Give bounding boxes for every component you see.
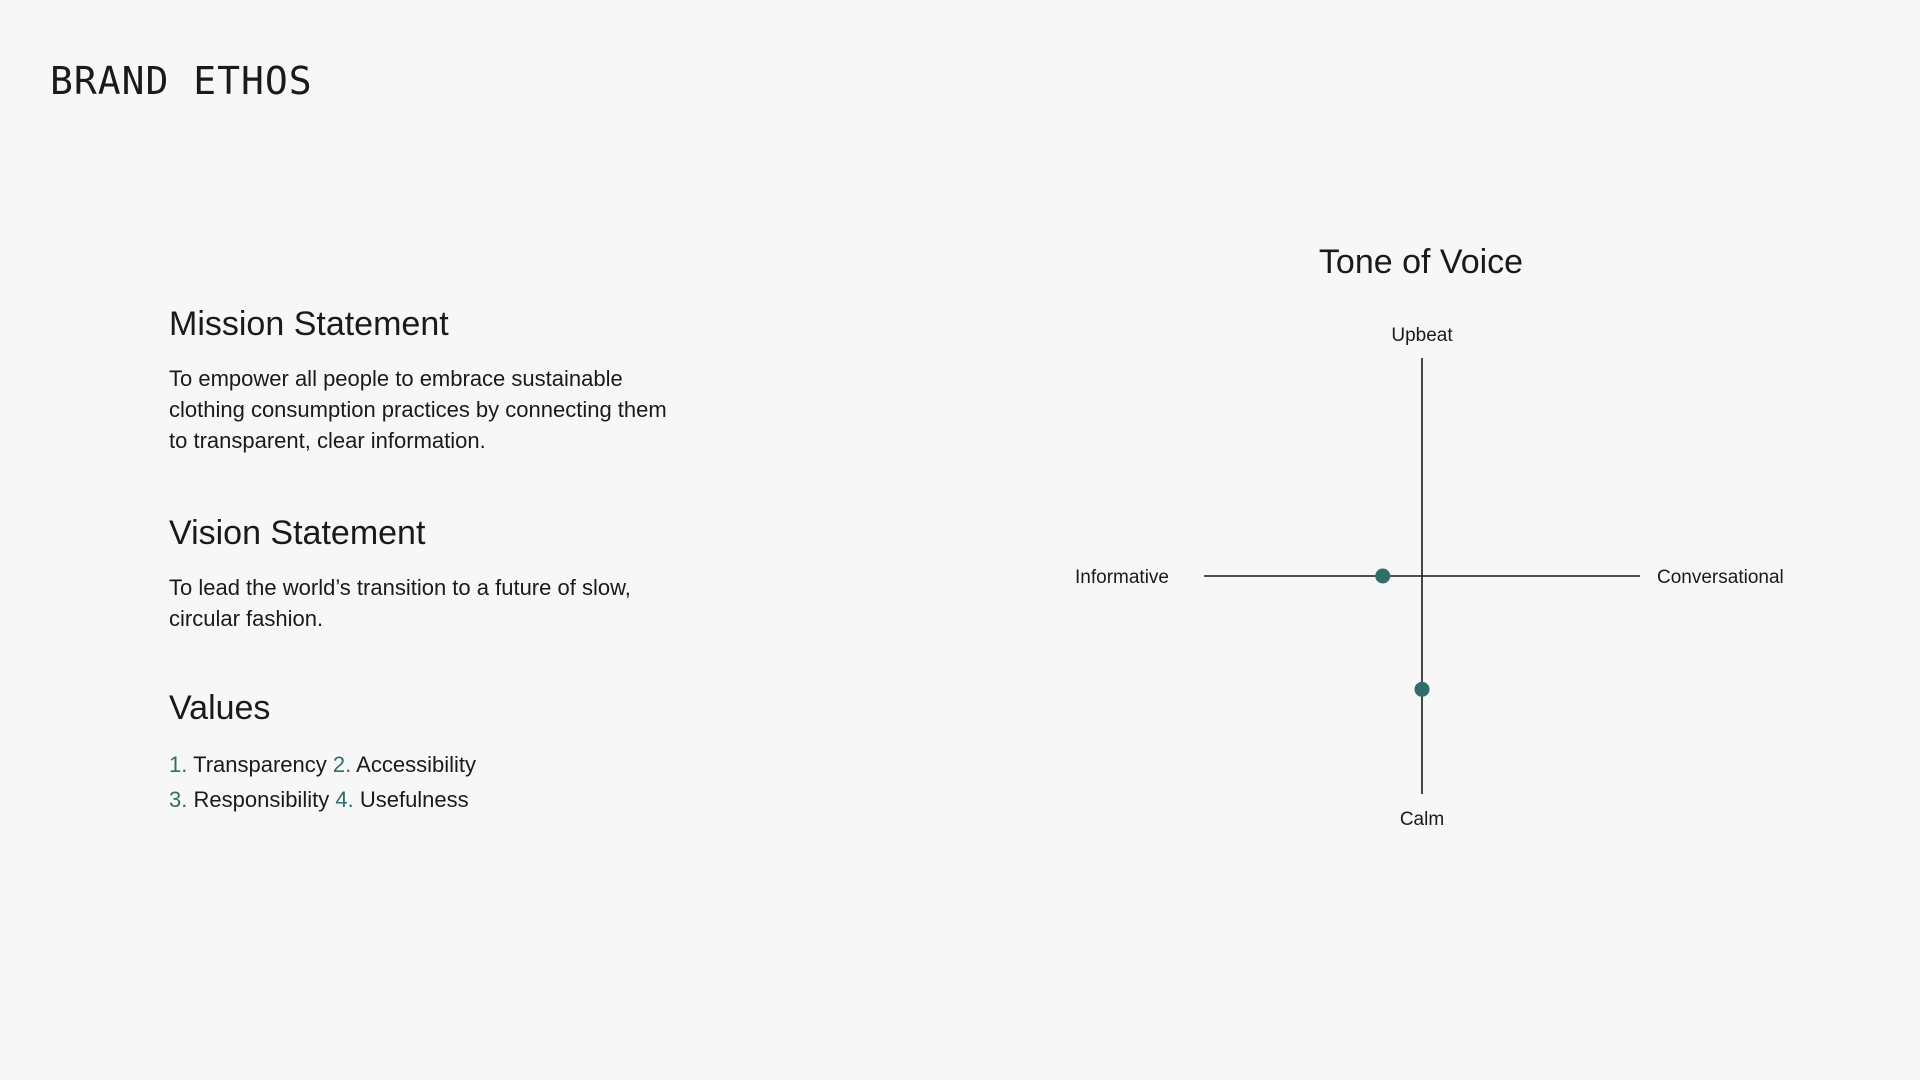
value-number: 2. [332, 752, 352, 778]
mission-heading: Mission Statement [169, 305, 449, 343]
mission-body: To empower all people to embrace sustain… [169, 366, 667, 454]
mission-section: Mission Statement To empower all people … [169, 305, 689, 456]
vision-body: To lead the world’s transition to a futu… [169, 575, 631, 632]
axis-label-top: Upbeat [1391, 325, 1453, 346]
value-number: 4. [335, 787, 354, 813]
value-number: 1. [169, 752, 188, 778]
value-number: 3. [169, 787, 188, 813]
values-section: Values 1. Transparency 2. Accessibility … [169, 689, 689, 817]
value-label: Responsibility [193, 787, 330, 813]
value-label: Transparency [193, 752, 327, 778]
axis-label-right: Conversational [1657, 567, 1784, 588]
value-item: 2. Accessibility [333, 752, 476, 777]
tone-marker-vertical [1414, 681, 1430, 697]
vision-heading: Vision Statement [169, 514, 426, 552]
vision-section: Vision Statement To lead the world’s tra… [169, 514, 689, 634]
axis-label-left: Informative [1075, 567, 1169, 588]
tone-marker-horizontal [1375, 568, 1391, 584]
value-item: 1. Transparency [169, 752, 327, 777]
value-item: 3. Responsibility [169, 787, 329, 812]
tone-of-voice-title: Tone of Voice [1318, 243, 1524, 281]
value-label: Usefulness [359, 787, 469, 813]
axis-label-bottom: Calm [1400, 809, 1444, 830]
page-title: BRAND ETHOS [50, 59, 313, 103]
value-label: Accessibility [356, 752, 476, 778]
values-row: 1. Transparency 2. Accessibility [169, 747, 689, 782]
values-list: 1. Transparency 2. Accessibility 3. Resp… [169, 747, 689, 817]
values-heading: Values [169, 689, 271, 727]
values-row: 3. Responsibility 4. Usefulness [169, 782, 689, 817]
value-item: 4. Usefulness [335, 787, 468, 812]
tone-markers [1375, 568, 1430, 697]
